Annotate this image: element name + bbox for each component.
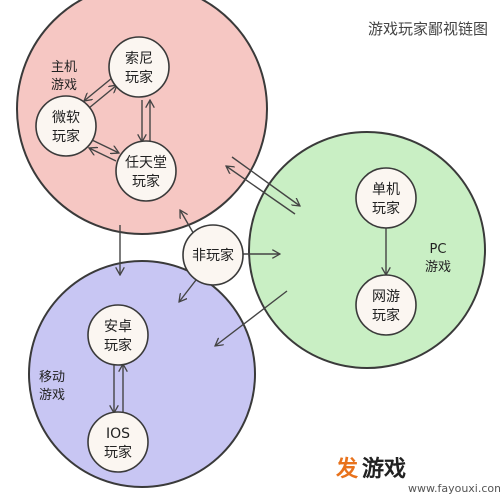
- arrow-console-to-pc: [231, 156, 300, 206]
- svg-text:非玩家: 非玩家: [192, 247, 234, 264]
- svg-text:玩家: 玩家: [372, 200, 400, 217]
- arrow-pc-to-console: [226, 166, 296, 215]
- svg-text:IOS: IOS: [106, 426, 130, 442]
- node-ios-player: IOS 玩家: [87, 411, 149, 473]
- arrow-pc-to-mobile: [215, 290, 288, 346]
- arrow-nintendo-to-microsoft: [89, 148, 117, 162]
- pc-games-label: PC 游戏: [425, 242, 451, 275]
- svg-text:游戏: 游戏: [51, 78, 77, 93]
- mobile-games-label: 移动 游戏: [39, 370, 65, 403]
- node-non-player: 非玩家: [182, 224, 244, 286]
- console-games-label: 主机 游戏: [51, 60, 77, 93]
- svg-text:玩家: 玩家: [372, 307, 400, 324]
- node-online-player: 网游 玩家: [355, 274, 417, 336]
- svg-text:玩家: 玩家: [104, 337, 132, 354]
- mobile-games-circle: [28, 260, 256, 488]
- watermark-brand: 游戏: [362, 456, 406, 482]
- diagram-title: 游戏玩家鄙视链图: [368, 20, 488, 38]
- node-microsoft-player: 微软 玩家: [35, 95, 97, 157]
- arrow-microsoft-to-sony: [88, 85, 117, 109]
- node-single-player: 单机 玩家: [355, 167, 417, 229]
- node-android-player: 安卓 玩家: [87, 304, 149, 366]
- svg-text:玩家: 玩家: [104, 444, 132, 461]
- svg-text:玩家: 玩家: [52, 128, 80, 145]
- pc-games-circle: [248, 131, 486, 369]
- watermark: 发 游戏 www.fayouxi.com: [335, 456, 500, 495]
- watermark-url: www.fayouxi.com: [408, 482, 500, 495]
- svg-text:单机: 单机: [372, 182, 400, 198]
- svg-text:玩家: 玩家: [125, 69, 153, 86]
- arrow-microsoft-to-nintendo: [91, 139, 119, 153]
- watermark-logo-char: 发: [335, 456, 359, 482]
- svg-text:索尼: 索尼: [125, 50, 153, 67]
- node-sony-player: 索尼 玩家: [108, 36, 170, 98]
- arrows: [84, 77, 386, 413]
- arrow-nonplayer-to-mobile: [179, 279, 197, 302]
- svg-text:玩家: 玩家: [132, 173, 160, 190]
- svg-text:PC: PC: [430, 242, 447, 257]
- svg-text:任天堂: 任天堂: [125, 155, 167, 171]
- arrow-nonplayer-to-console: [180, 210, 196, 237]
- svg-text:游戏: 游戏: [425, 260, 451, 275]
- svg-text:移动: 移动: [39, 370, 65, 385]
- svg-text:安卓: 安卓: [104, 319, 132, 335]
- node-nintendo-player: 任天堂 玩家: [115, 140, 177, 202]
- svg-text:微软: 微软: [52, 110, 80, 126]
- svg-text:网游: 网游: [372, 289, 400, 305]
- svg-text:游戏: 游戏: [39, 388, 65, 403]
- arrow-sony-to-microsoft: [84, 77, 113, 101]
- svg-text:主机: 主机: [51, 60, 77, 75]
